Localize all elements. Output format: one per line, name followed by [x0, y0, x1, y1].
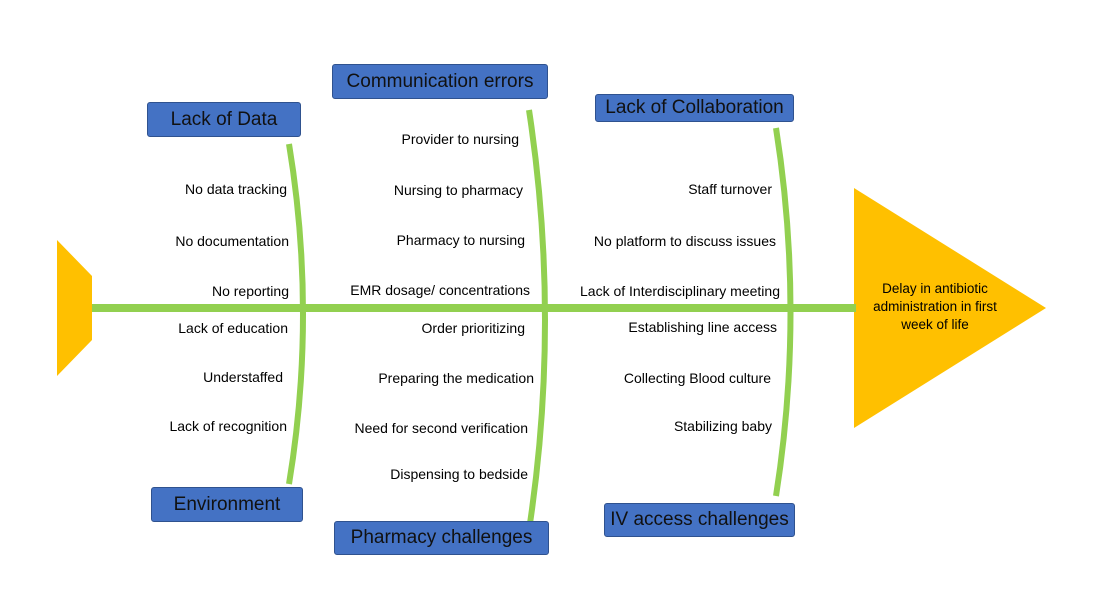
cause-label: Dispensing to bedside — [390, 466, 528, 482]
cause-label: Order prioritizing — [421, 320, 525, 336]
cause-label: Provider to nursing — [401, 131, 519, 147]
category-lack-of-data: Lack of Data — [147, 102, 301, 137]
cause-label: Lack of education — [178, 320, 288, 336]
category-pharmacy-challenges: Pharmacy challenges — [334, 521, 549, 555]
cause-label: Lack of recognition — [169, 418, 287, 434]
cause-label: Establishing line access — [628, 319, 777, 335]
category-environment: Environment — [151, 487, 303, 522]
bone-middle — [526, 109, 548, 531]
cause-label: No reporting — [211, 283, 289, 299]
fish-head — [854, 188, 1046, 428]
cause-label: Nursing to pharmacy — [393, 182, 523, 198]
cause-label: Preparing the medication — [378, 370, 534, 386]
fish-tail — [57, 240, 92, 376]
bone-left — [286, 143, 306, 485]
effect-label: Delay in antibiotic administration in fi… — [873, 281, 997, 332]
cause-label: Stabilizing baby — [673, 418, 772, 434]
cause-label: Pharmacy to nursing — [396, 232, 525, 248]
cause-label: No data tracking — [185, 181, 287, 197]
category-lack-of-collaboration: Lack of Collaboration — [595, 94, 794, 122]
cause-label: Need for second verification — [354, 420, 528, 436]
bone-right — [773, 127, 794, 497]
cause-label: Staff turnover — [688, 181, 772, 197]
category-iv-access-challenges: IV access challenges — [604, 503, 795, 537]
category-communication-errors: Communication errors — [332, 64, 548, 99]
cause-label: No platform to discuss issues — [593, 233, 776, 249]
cause-label: Collecting Blood culture — [623, 370, 771, 386]
cause-label: Lack of Interdisciplinary meeting — [580, 283, 780, 299]
cause-label: EMR dosage/ concentrations — [350, 282, 530, 298]
cause-label: No documentation — [175, 233, 289, 249]
cause-label: Understaffed — [203, 369, 283, 385]
